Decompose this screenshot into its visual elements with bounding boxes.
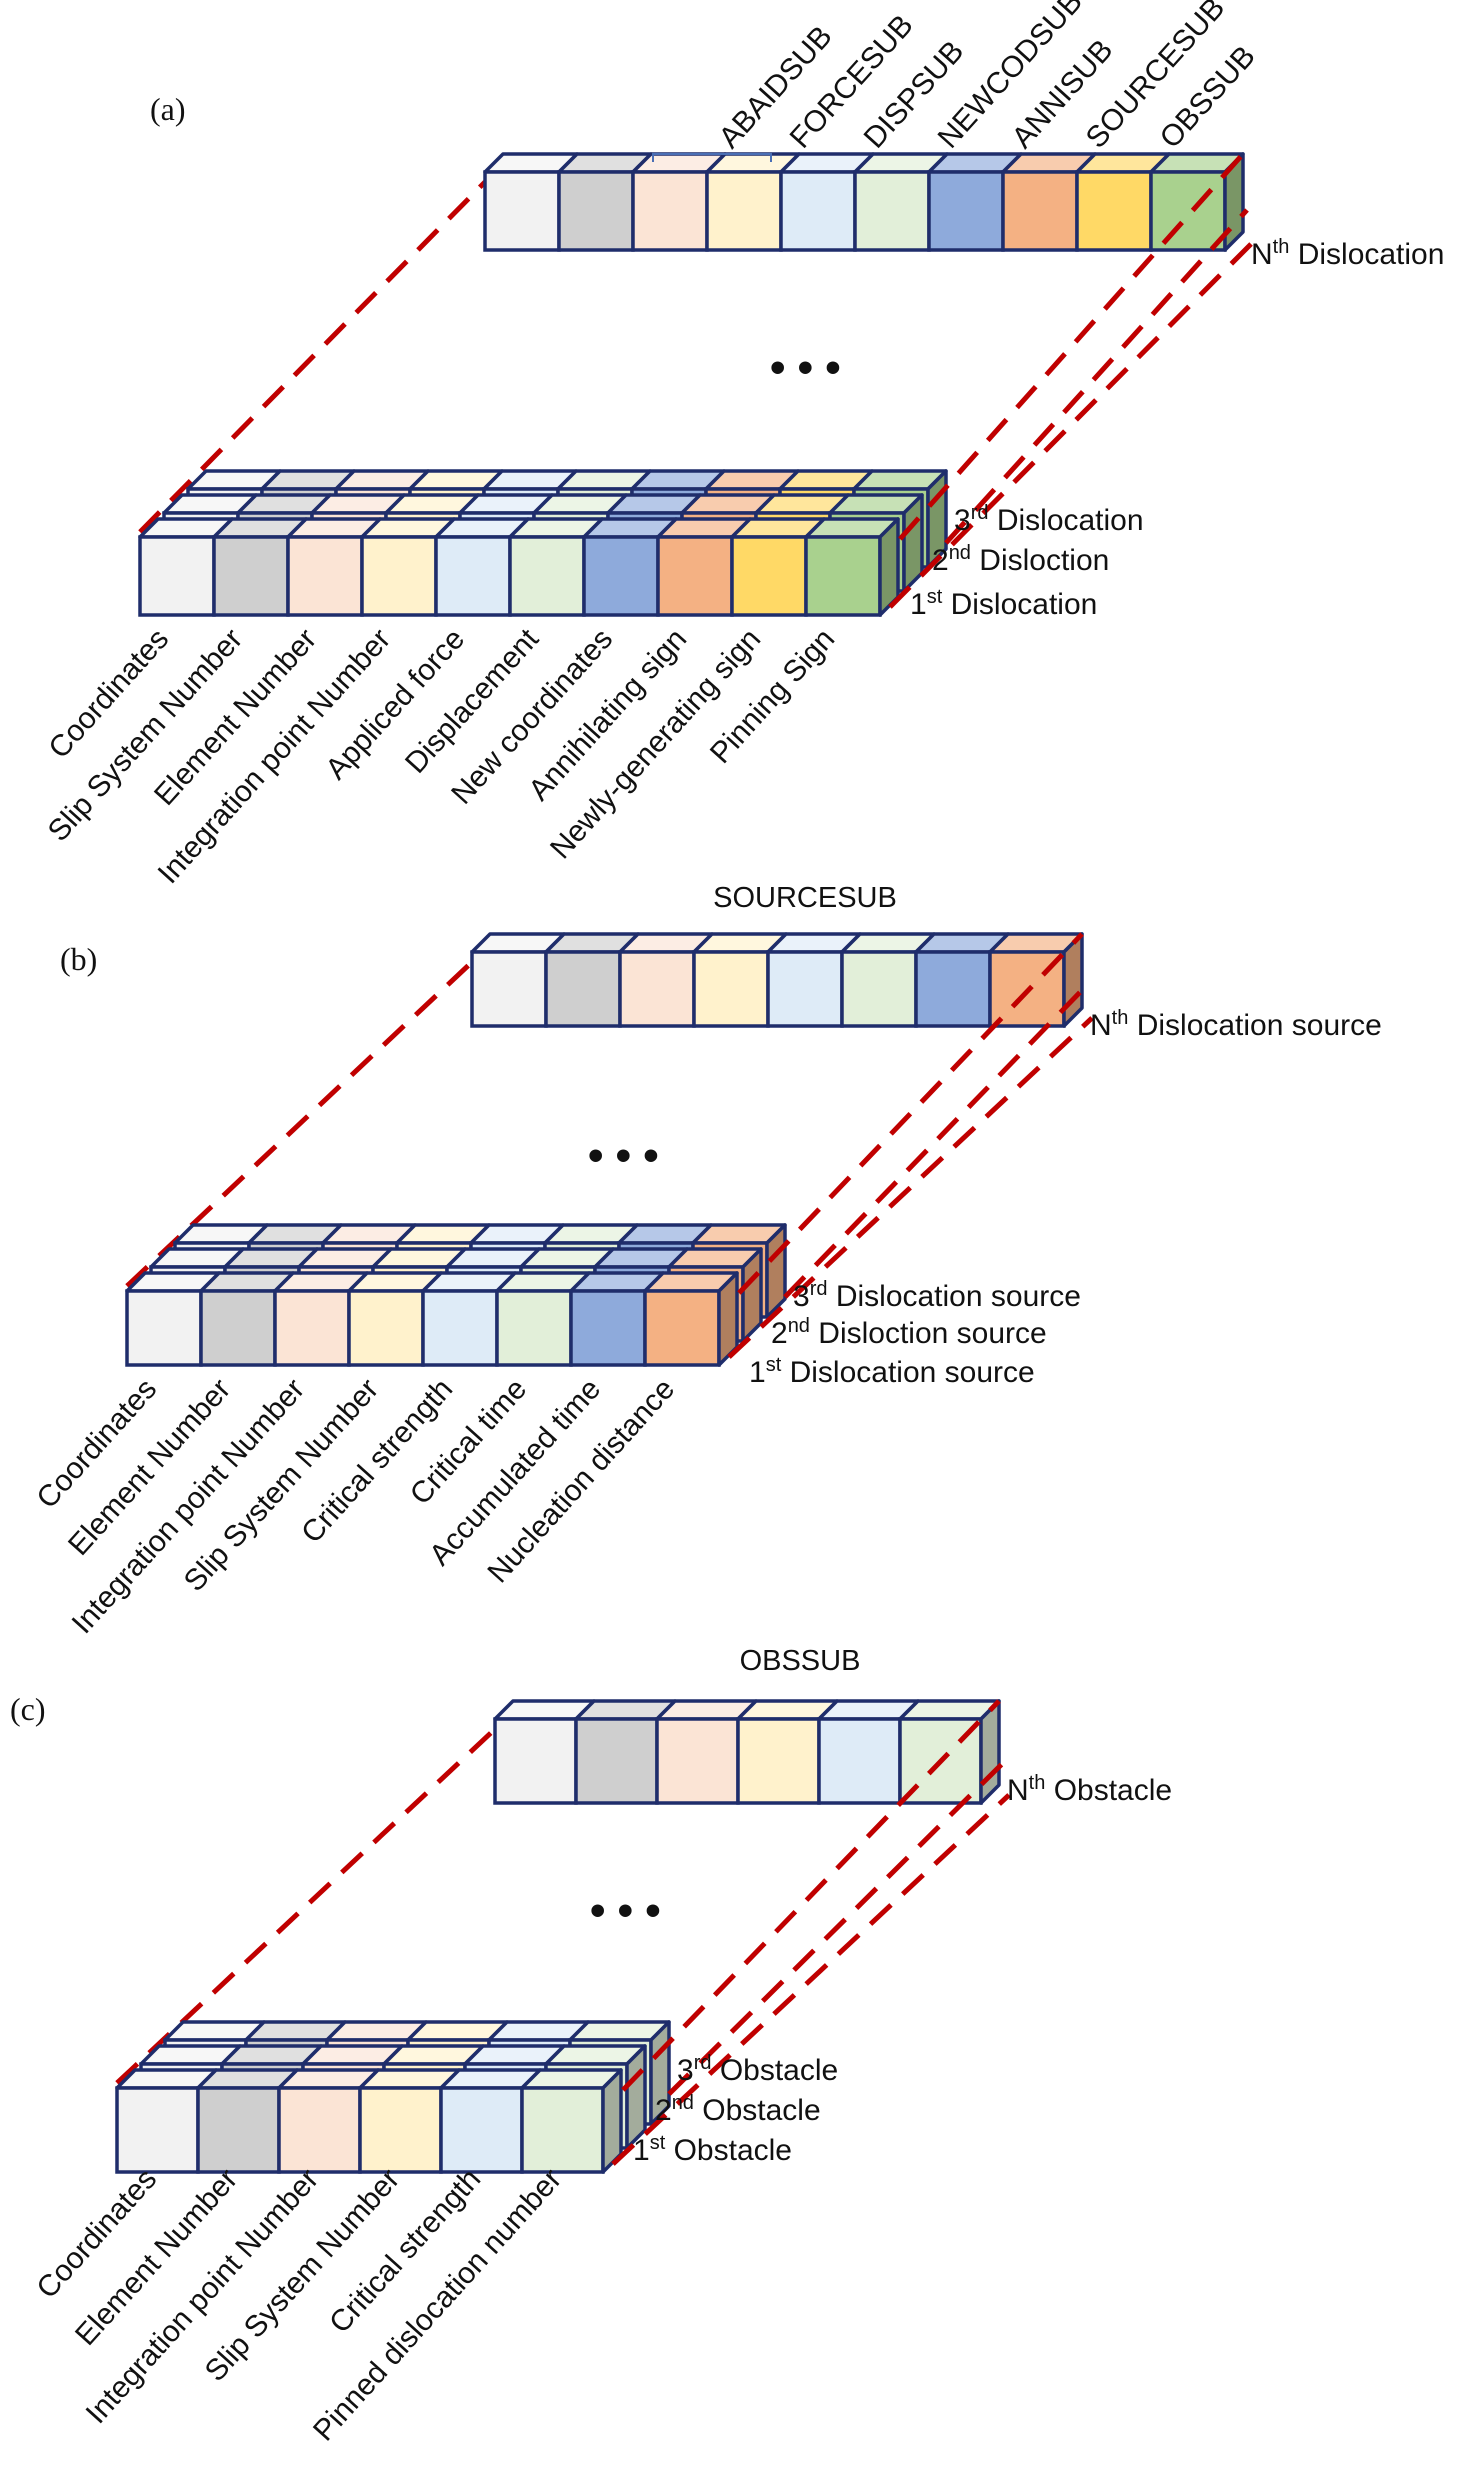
panel-b: (b) SOURCESUB • • • Nth Dislocation source 3… [30, 882, 1381, 1640]
panel-a-nth-label: Nth Dislocation [1251, 236, 1444, 271]
panel-b-row-1-cell-7 [569, 1289, 647, 1367]
panel-b-row-nth-cell-6 [840, 950, 918, 1028]
panel-c-row-nth-cell-2 [574, 1717, 659, 1805]
panel-b-dash-left [125, 960, 474, 1288]
panel-c-dash-right-1 [621, 1699, 1001, 2092]
panel-c-row-2-side-face [625, 2044, 647, 2150]
panel-a-row-1-cell-7 [582, 535, 660, 617]
panel-a-row-1-cell-10 [804, 535, 882, 617]
panel-c-row-1-cell-6 [520, 2086, 605, 2174]
panel-c-row-nth-cell-5 [817, 1717, 902, 1805]
panel-b-row-nth-cell-4 [692, 950, 770, 1028]
panel-a-row-1-cell-3 [286, 535, 364, 617]
panel-c-row-nth-cell-3 [655, 1717, 740, 1805]
panel-c-header: OBSSUB [740, 1645, 861, 1677]
panel-a-row-1-cell-5 [434, 535, 512, 617]
panel-b-layer-label-2: 2nd Disloction source [771, 1315, 1047, 1350]
panel-b-row-3-side-face [765, 1223, 787, 1319]
panel-a-row-nth-cell-9 [1075, 170, 1153, 252]
panel-c-row-1-cell-3 [277, 2086, 362, 2174]
panel-a-row-nth-cell-6 [853, 170, 931, 252]
panel-a-row-1-cell-2 [212, 535, 290, 617]
panel-a-layer-label-1: 3rd Dislocation [954, 502, 1144, 537]
panel-b-row-nth-side-face [1062, 932, 1084, 1028]
panel-b-row-1-cell-3 [273, 1289, 351, 1367]
panel-a-ellipsis: • • • [770, 343, 841, 392]
panel-c-row-1-cell-2 [196, 2086, 281, 2174]
panel-c: (c) OBSSUB • • • Nth Obstacle 3rd Obstacle 2n… [10, 1645, 1172, 2447]
panel-a-row-nth-cell-7 [927, 170, 1005, 252]
panel-a-row-nth-cell-10 [1149, 170, 1227, 252]
panel-b-row-nth-cell-2 [544, 950, 622, 1028]
panel-b-row-nth-cell-1 [470, 950, 548, 1028]
panel-b-row-nth-cell-7 [914, 950, 992, 1028]
panel-c-row-nth-cell-4 [736, 1717, 821, 1805]
panel-b-row-1-cell-8 [643, 1289, 721, 1367]
panel-b-row-2-side-face [741, 1247, 763, 1343]
panel-a-dash-left [138, 180, 487, 534]
panel-b-row-nth-cell-3 [618, 950, 696, 1028]
panel-a-row-1-cell-9 [730, 535, 808, 617]
panel-a-abaid-bracket [652, 153, 772, 162]
panel-c-layer-label-3: 1st Obstacle [633, 2132, 792, 2167]
panel-a-row-nth-cell-5 [779, 170, 857, 252]
panel-a-row-nth-cell-1 [483, 170, 561, 252]
panel-c-row-1-cell-5 [439, 2086, 524, 2174]
panel-a-row-2-side-face [902, 493, 924, 593]
panel-a-row-1-cell-8 [656, 535, 734, 617]
panel-a-row-1-cell-1 [138, 535, 216, 617]
panel-b-dash-right-2 [727, 1016, 1094, 1359]
panel-b-row-1-cell-6 [495, 1289, 573, 1367]
panel-b-tag: (b) [60, 941, 97, 977]
panel-c-ellipsis: • • • [590, 1886, 661, 1935]
panel-a-row-nth-cell-8 [1001, 170, 1079, 252]
panel-a-row-1-cell-6 [508, 535, 586, 617]
panel-a-row-nth-cell-4 [705, 170, 783, 252]
panel-a-row-1-cell-4 [360, 535, 438, 617]
panel-b-dash-right-1 [737, 932, 1084, 1295]
panel-a-row-nth-cell-2 [557, 170, 635, 252]
panel-c-dash-right-3 [667, 1761, 1005, 2096]
panel-b-nth-label: Nth Dislocation source [1090, 1007, 1382, 1042]
panel-b-layer-label-1: 3rd Dislocation source [793, 1278, 1081, 1313]
panel-b-dash-right-3 [783, 984, 1088, 1299]
panel-a-tag: (a) [150, 91, 186, 127]
panel-c-row-nth-cell-1 [493, 1717, 578, 1805]
panel-a-dash-right-3 [944, 208, 1249, 545]
panel-b-row-1-cell-4 [347, 1289, 425, 1367]
panel-c-field-label-5: Critical strength [323, 2163, 487, 2340]
panel-c-row-1-cell-1 [115, 2086, 200, 2174]
panel-a: (a) • • • Nth Dislocation 3rd Dislocation 2n… [42, 0, 1445, 890]
panel-a-row-nth-cell-3 [631, 170, 709, 252]
panel-b-ellipsis: • • • [588, 1131, 659, 1180]
panel-c-nth-label: Nth Obstacle [1007, 1772, 1172, 1807]
panel-b-layer-label-3: 1st Dislocation source [749, 1354, 1035, 1389]
panel-c-layer-label-1: 3rd Obstacle [677, 2052, 838, 2087]
panel-b-row-1-cell-2 [199, 1289, 277, 1367]
panel-c-dash-right-2 [611, 1793, 1011, 2166]
panel-b-row-1-cell-1 [125, 1289, 203, 1367]
panel-c-row-1-cell-4 [358, 2086, 443, 2174]
panel-b-header: SOURCESUB [713, 882, 897, 914]
panel-a-layer-label-3: 1st Dislocation [910, 586, 1097, 621]
panel-a-layer-label-2: 2nd Disloction [932, 542, 1109, 577]
panel-c-row-nth-side-face [979, 1699, 1001, 1805]
panel-c-layer-label-2: 2nd Obstacle [655, 2092, 821, 2127]
panel-c-tag: (c) [10, 1691, 46, 1727]
panel-b-row-nth-cell-5 [766, 950, 844, 1028]
panel-b-row-1-cell-5 [421, 1289, 499, 1367]
